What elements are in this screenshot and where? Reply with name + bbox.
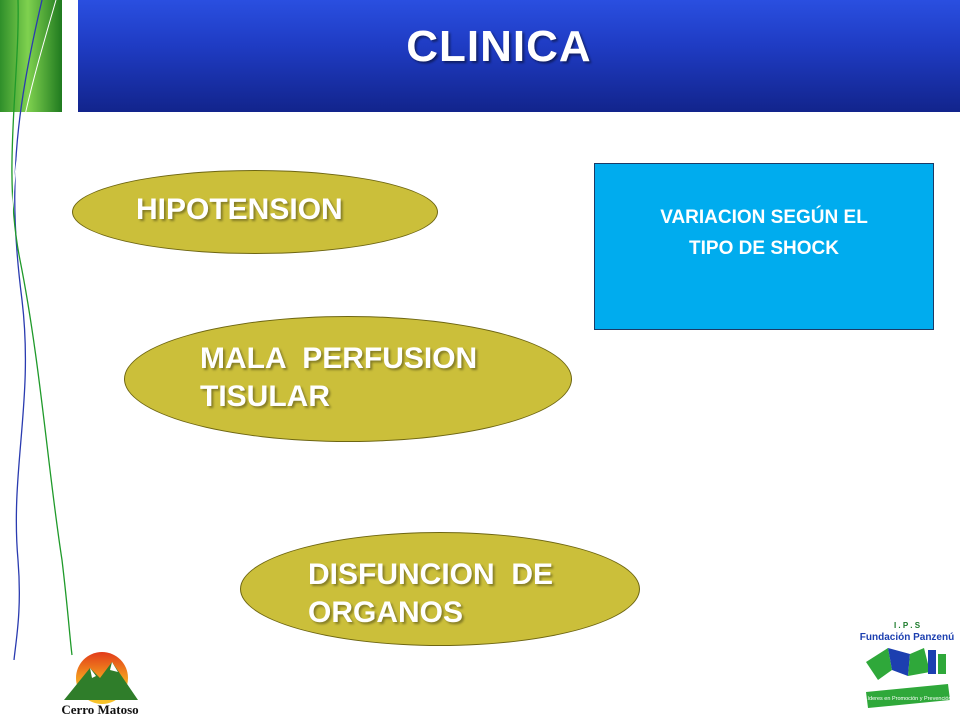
hipotension-ellipse <box>72 170 438 254</box>
mala-perfusion-ellipse <box>124 316 572 442</box>
slide-title: CLINICA <box>406 22 592 71</box>
shock-type-note-text: VARIACION SEGÚN EL TIPO DE SHOCK <box>595 202 933 264</box>
header-bar <box>78 0 960 112</box>
disfuncion-organos-ellipse <box>240 532 640 646</box>
ips-logo-icon: I . P . S Fundación Panzenú Líderes en P… <box>860 621 954 708</box>
cerro-matoso-logo-text: Cerro Matoso <box>61 702 138 717</box>
disfuncion-organos-label-line2: ORGANOS <box>308 596 464 629</box>
mala-perfusion-label-line2: TISULAR <box>200 380 330 413</box>
ips-logo-ribbon-text: Líderes en Promoción y Prevención <box>864 696 951 702</box>
shock-type-note-box: VARIACION SEGÚN EL TIPO DE SHOCK <box>594 163 934 330</box>
decorative-lines <box>11 0 73 660</box>
green-corner-decoration <box>0 0 62 112</box>
shock-type-note-line1: VARIACION SEGÚN EL <box>660 207 868 228</box>
mala-perfusion-label-line1: MALA PERFUSION <box>200 342 478 375</box>
hipotension-label: HIPOTENSION <box>136 193 343 226</box>
ips-logo-top-text: I . P . S <box>894 621 921 630</box>
disfuncion-organos-label-line1: DISFUNCION DE <box>308 558 554 591</box>
ips-logo-name-text: Fundación Panzenú <box>860 632 954 643</box>
mountain-sun-logo-icon: Cerro Matoso <box>61 652 139 717</box>
shock-type-note-line2: TIPO DE SHOCK <box>689 238 839 259</box>
